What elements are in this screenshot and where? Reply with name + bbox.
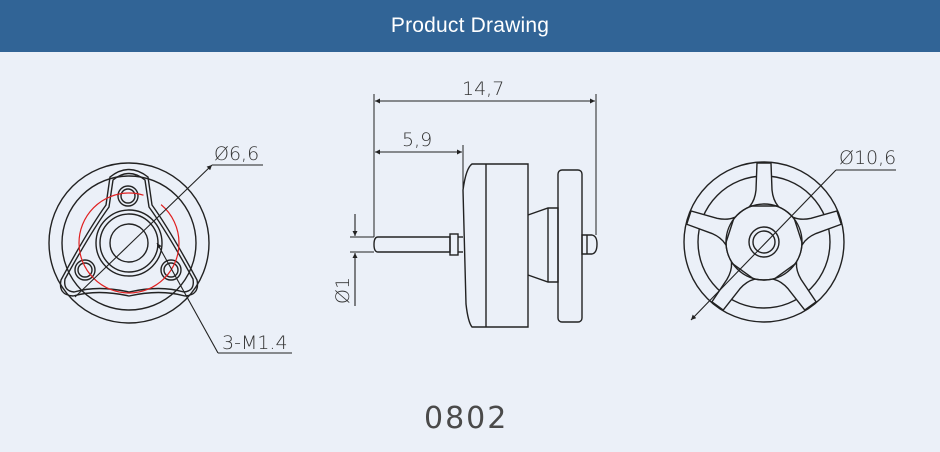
mount-diameter-label: Ø6,6	[214, 143, 259, 165]
bell-cone	[527, 207, 559, 283]
bell-center-ring	[748, 226, 780, 258]
mount-hole-left	[74, 259, 96, 281]
side-view	[350, 94, 598, 328]
bell-view	[683, 161, 896, 323]
thread-spec-label: 3-M1.4	[222, 332, 288, 354]
shaft-diameter-label: Ø1	[332, 277, 354, 304]
motor-bell	[462, 163, 529, 328]
center-boss	[95, 209, 163, 277]
bell-diameter-leader	[690, 169, 837, 321]
shaft-collar	[449, 233, 459, 256]
stator-ring	[61, 175, 197, 311]
mount-hole-top	[117, 185, 139, 207]
thread-leader	[156, 242, 219, 354]
mount-view	[48, 162, 292, 354]
shaft-length-label: 5,9	[402, 129, 432, 151]
model-name: 0802	[424, 401, 508, 436]
bell-spokes	[685, 162, 843, 311]
bolt-circle	[78, 192, 180, 294]
header-banner: Product Drawing	[0, 0, 940, 52]
page-title: Product Drawing	[390, 14, 550, 37]
shaft-bore	[109, 223, 149, 263]
prop-adapter	[557, 169, 583, 323]
diameter-leader	[74, 164, 213, 298]
bell-outer-circle	[683, 161, 845, 323]
overall-length-label: 14,7	[462, 78, 504, 100]
shaft-stub	[581, 234, 598, 255]
mount-plate	[59, 168, 199, 297]
shaft	[373, 236, 451, 253]
mount-hole-right	[160, 259, 182, 281]
motor-outer-circle	[48, 162, 210, 324]
bell-diameter-label: Ø10,6	[839, 147, 896, 169]
